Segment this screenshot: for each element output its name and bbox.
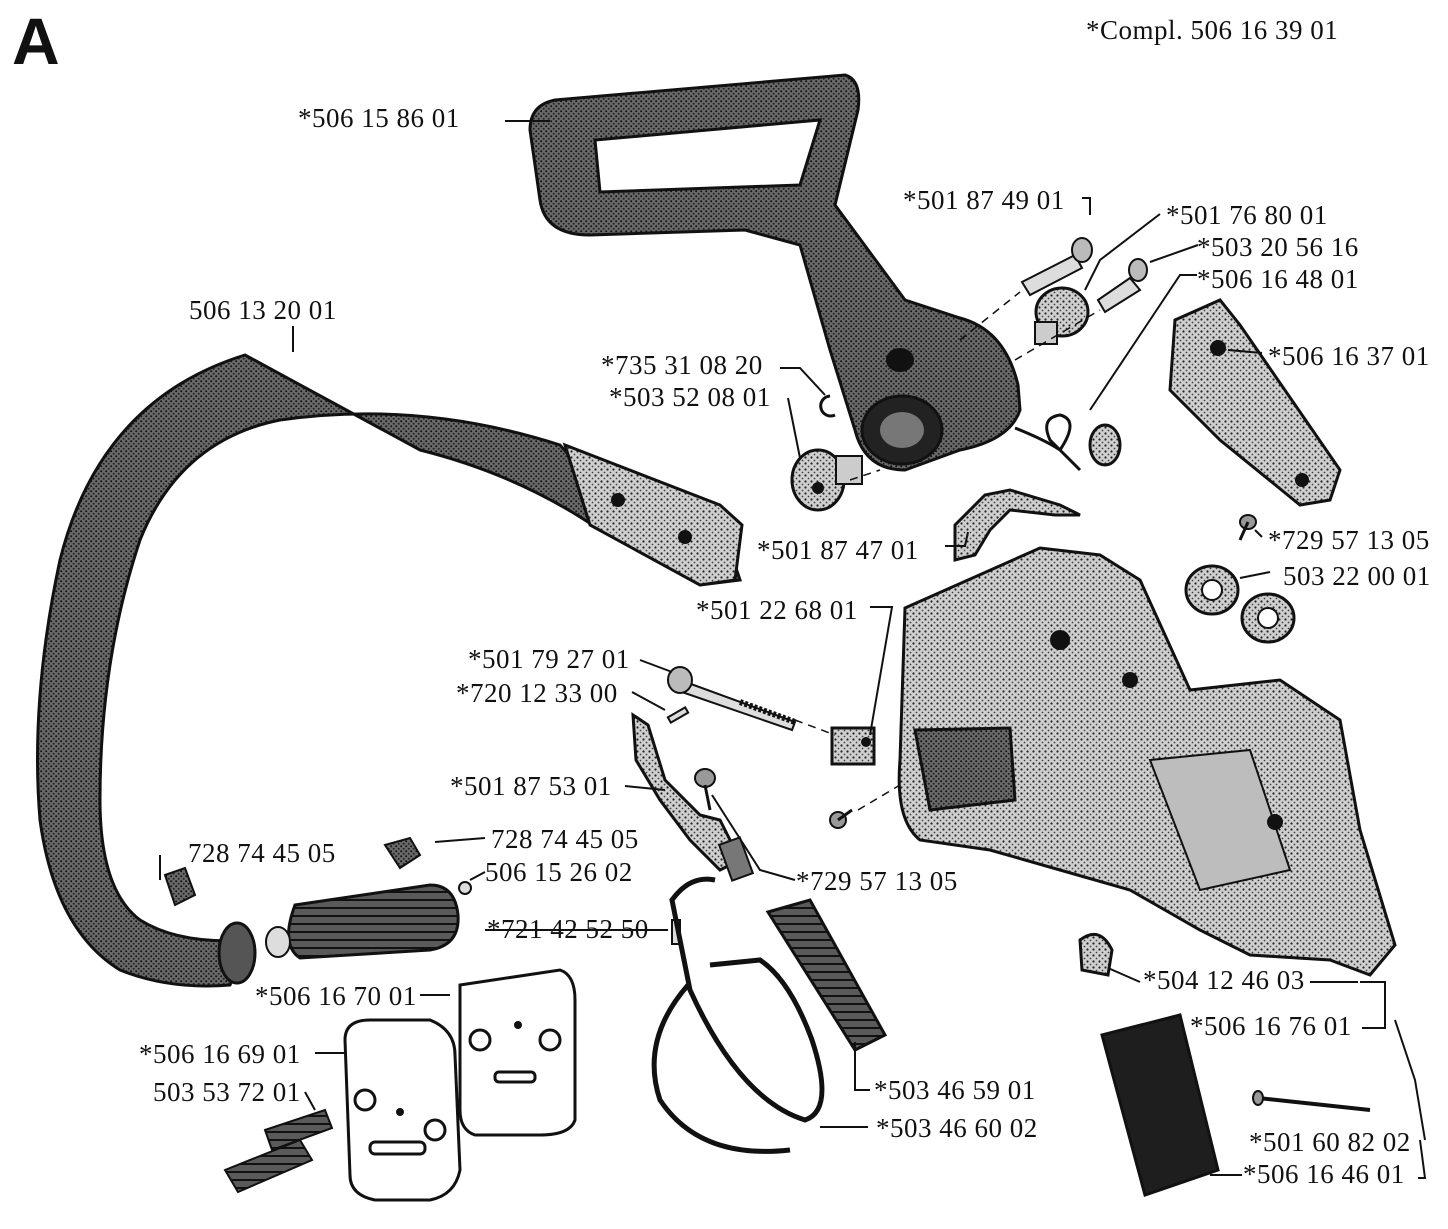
label-circlip: *735 31 08 20	[601, 350, 763, 380]
label-bracket-plate: *506 16 37 01	[1268, 341, 1430, 371]
label-front-handle: 506 13 20 01	[189, 295, 337, 325]
label-lever: *501 87 47 01	[757, 535, 919, 565]
label-buffer-cap-right: 728 74 45 05	[491, 824, 639, 854]
label-stopper: *504 12 46 03	[1143, 965, 1305, 995]
engine-housing-part	[897, 546, 1397, 977]
stopper-part	[1078, 932, 1114, 977]
label-pad: *506 16 46 01	[1243, 1159, 1405, 1189]
nut-block-part	[830, 726, 876, 766]
label-grommet: 503 22 00 01	[1283, 561, 1431, 591]
label-brake-spring: *503 46 59 01	[874, 1075, 1036, 1105]
torsion-spring-part	[1014, 413, 1122, 472]
front-handle-part	[36, 353, 744, 988]
section-letter: A	[12, 4, 60, 78]
label-stud: 503 53 72 01	[153, 1077, 301, 1107]
alignment-dashes	[794, 291, 1101, 811]
label-cover-assy: *506 16 76 01	[1190, 1011, 1352, 1041]
label-pivot-washer: *503 52 08 01	[609, 382, 771, 412]
leader-lines	[159, 120, 1427, 1179]
label-rivet: *501 60 82 02	[1249, 1127, 1411, 1157]
label-spring-1: *506 16 48 01	[1197, 264, 1359, 294]
buffer-cap-right-part	[383, 836, 422, 870]
label-bolt-1: *501 87 49 01	[903, 185, 1065, 215]
lever-part	[953, 488, 1081, 562]
label-pin-2: *721 42 52 50	[487, 914, 649, 944]
label-brake-band: *503 46 60 02	[876, 1113, 1038, 1143]
brake-spring-part	[765, 898, 888, 1052]
complete-ref-label: *Compl. 506 16 39 01	[1086, 15, 1339, 45]
label-bolt-2: *501 79 27 01	[468, 644, 630, 674]
pad-part	[1100, 1013, 1220, 1197]
label-plate-left: *506 16 69 01	[139, 1039, 301, 1069]
plate-right-part	[458, 968, 577, 1137]
label-screw-2: *729 57 13 05	[1268, 525, 1430, 555]
label-link-arm: *501 87 53 01	[450, 771, 612, 801]
label-nut-block: *501 22 68 01	[696, 595, 858, 625]
link-arm-part	[631, 712, 755, 882]
bracket-plate-part	[1168, 298, 1342, 507]
bushing-part	[1034, 286, 1090, 345]
pivot-washer-part	[790, 448, 863, 512]
screw-3-part	[694, 768, 853, 829]
label-screw-3: *729 57 13 05	[796, 866, 958, 896]
label-bushing: *501 76 80 01	[1166, 200, 1328, 230]
anti-vib-spring-part	[265, 881, 472, 960]
bolt-1-part	[1020, 237, 1093, 297]
plate-left-part	[343, 1018, 462, 1202]
buffer-cap-left-part	[163, 866, 197, 907]
rivet-part	[1252, 1090, 1371, 1112]
label-rear-handle: *506 15 86 01	[298, 103, 460, 133]
pin-1-part	[666, 706, 690, 724]
label-pin-1: *720 12 33 00	[456, 678, 618, 708]
rear-handle-part	[528, 73, 1022, 472]
label-plate-right: *506 16 70 01	[255, 981, 417, 1011]
grommet-part	[1184, 564, 1296, 644]
screw-2-part	[1238, 514, 1257, 541]
stud-part	[223, 1108, 334, 1194]
circlip-part	[819, 394, 836, 418]
label-anti-vib-spring: 506 15 26 02	[485, 857, 633, 887]
label-buffer-cap-left: 728 74 45 05	[188, 838, 336, 868]
label-screw-1: *503 20 56 16	[1197, 232, 1359, 262]
screw-1-part	[1096, 258, 1148, 314]
bolt-2-part	[667, 666, 797, 732]
brake-band-part	[651, 876, 825, 1154]
